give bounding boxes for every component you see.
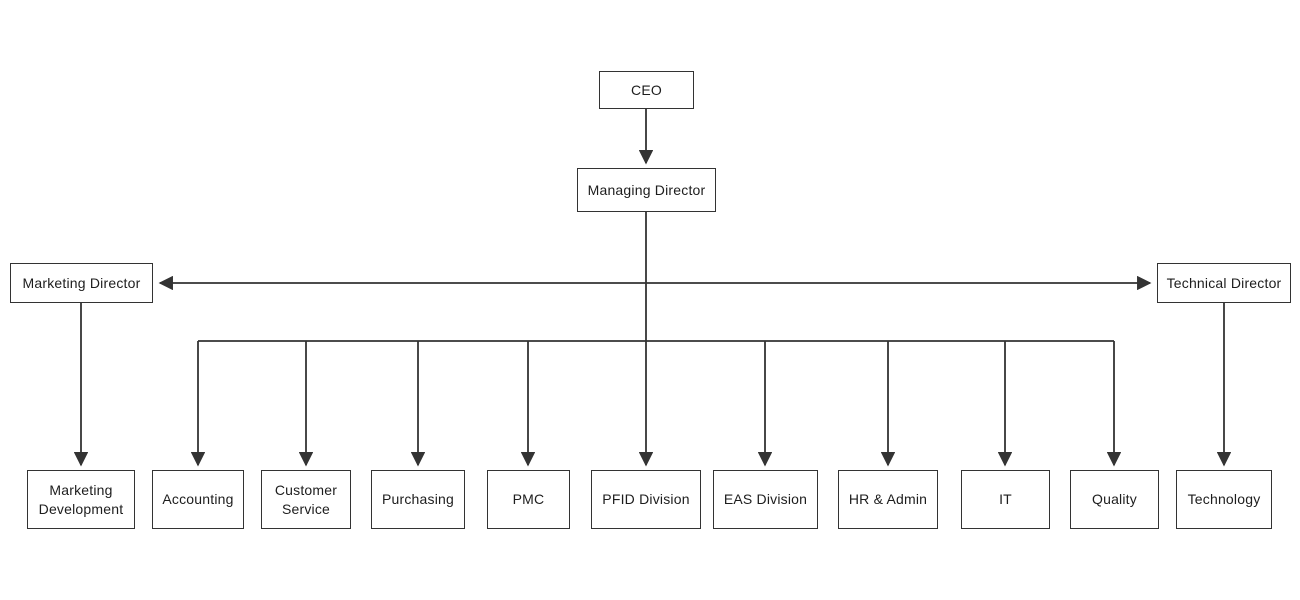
node-managing-director-label: Managing Director	[587, 181, 706, 198]
node-hr-admin-label: HR & Admin	[848, 491, 928, 508]
node-pmc-label: PMC	[512, 491, 545, 508]
node-pfid-division: PFID Division	[591, 470, 701, 529]
node-technology: Technology	[1176, 470, 1272, 529]
node-technical-director: Technical Director	[1157, 263, 1291, 303]
node-purchasing: Purchasing	[371, 470, 465, 529]
node-it-label: IT	[999, 491, 1012, 508]
node-pfid-division-label: PFID Division	[602, 491, 690, 508]
node-managing-director: Managing Director	[577, 168, 716, 212]
node-eas-division: EAS Division	[713, 470, 818, 529]
node-customer-service-label: Customer Service	[274, 482, 338, 517]
node-quality-label: Quality	[1092, 491, 1137, 508]
node-accounting-label: Accounting	[162, 491, 234, 508]
node-marketing-development: Marketing Development	[27, 470, 135, 529]
node-pmc: PMC	[487, 470, 570, 529]
node-purchasing-label: Purchasing	[381, 491, 455, 508]
node-ceo-label: CEO	[631, 81, 662, 98]
node-hr-admin: HR & Admin	[838, 470, 938, 529]
node-quality: Quality	[1070, 470, 1159, 529]
node-it: IT	[961, 470, 1050, 529]
node-marketing-director: Marketing Director	[10, 263, 153, 303]
node-accounting: Accounting	[152, 470, 244, 529]
node-ceo: CEO	[599, 71, 694, 109]
node-marketing-development-label: Marketing Development	[38, 482, 124, 517]
node-eas-division-label: EAS Division	[723, 491, 808, 508]
node-customer-service: Customer Service	[261, 470, 351, 529]
node-technology-label: Technology	[1187, 491, 1261, 508]
node-technical-director-label: Technical Director	[1166, 274, 1282, 291]
node-marketing-director-label: Marketing Director	[22, 274, 141, 291]
